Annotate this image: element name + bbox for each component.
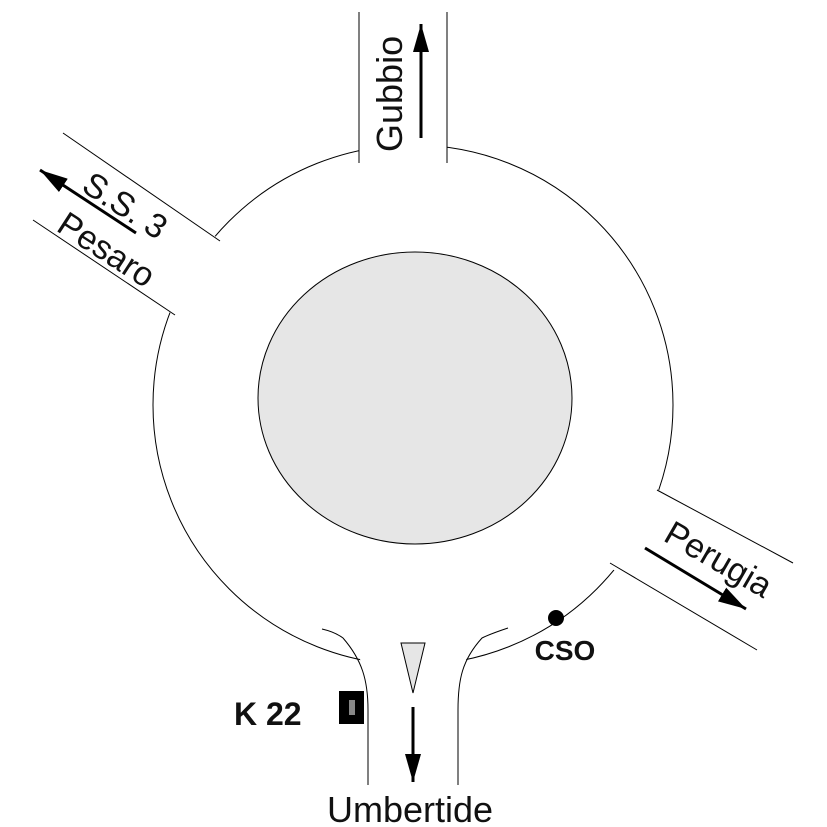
nw-road-top-edge (62, 132, 221, 242)
central-island (257, 251, 573, 545)
se-road-top-edge (656, 489, 794, 564)
arrow-perugia-icon (644, 546, 747, 611)
label-umbertide: Umbertide (327, 789, 493, 827)
cso-point-icon (548, 610, 564, 626)
label-k22: K 22 (234, 696, 302, 732)
label-gubbio: Gubbio (369, 36, 410, 152)
arrow-pesaro-icon (39, 168, 137, 235)
south-road-right-edge (457, 627, 509, 785)
label-cso: CSO (535, 635, 596, 666)
se-road-bottom-edge (609, 562, 758, 651)
south-road-left-edge (321, 628, 369, 785)
nw-road-bottom-edge (32, 219, 176, 316)
splitter-island (400, 642, 426, 694)
